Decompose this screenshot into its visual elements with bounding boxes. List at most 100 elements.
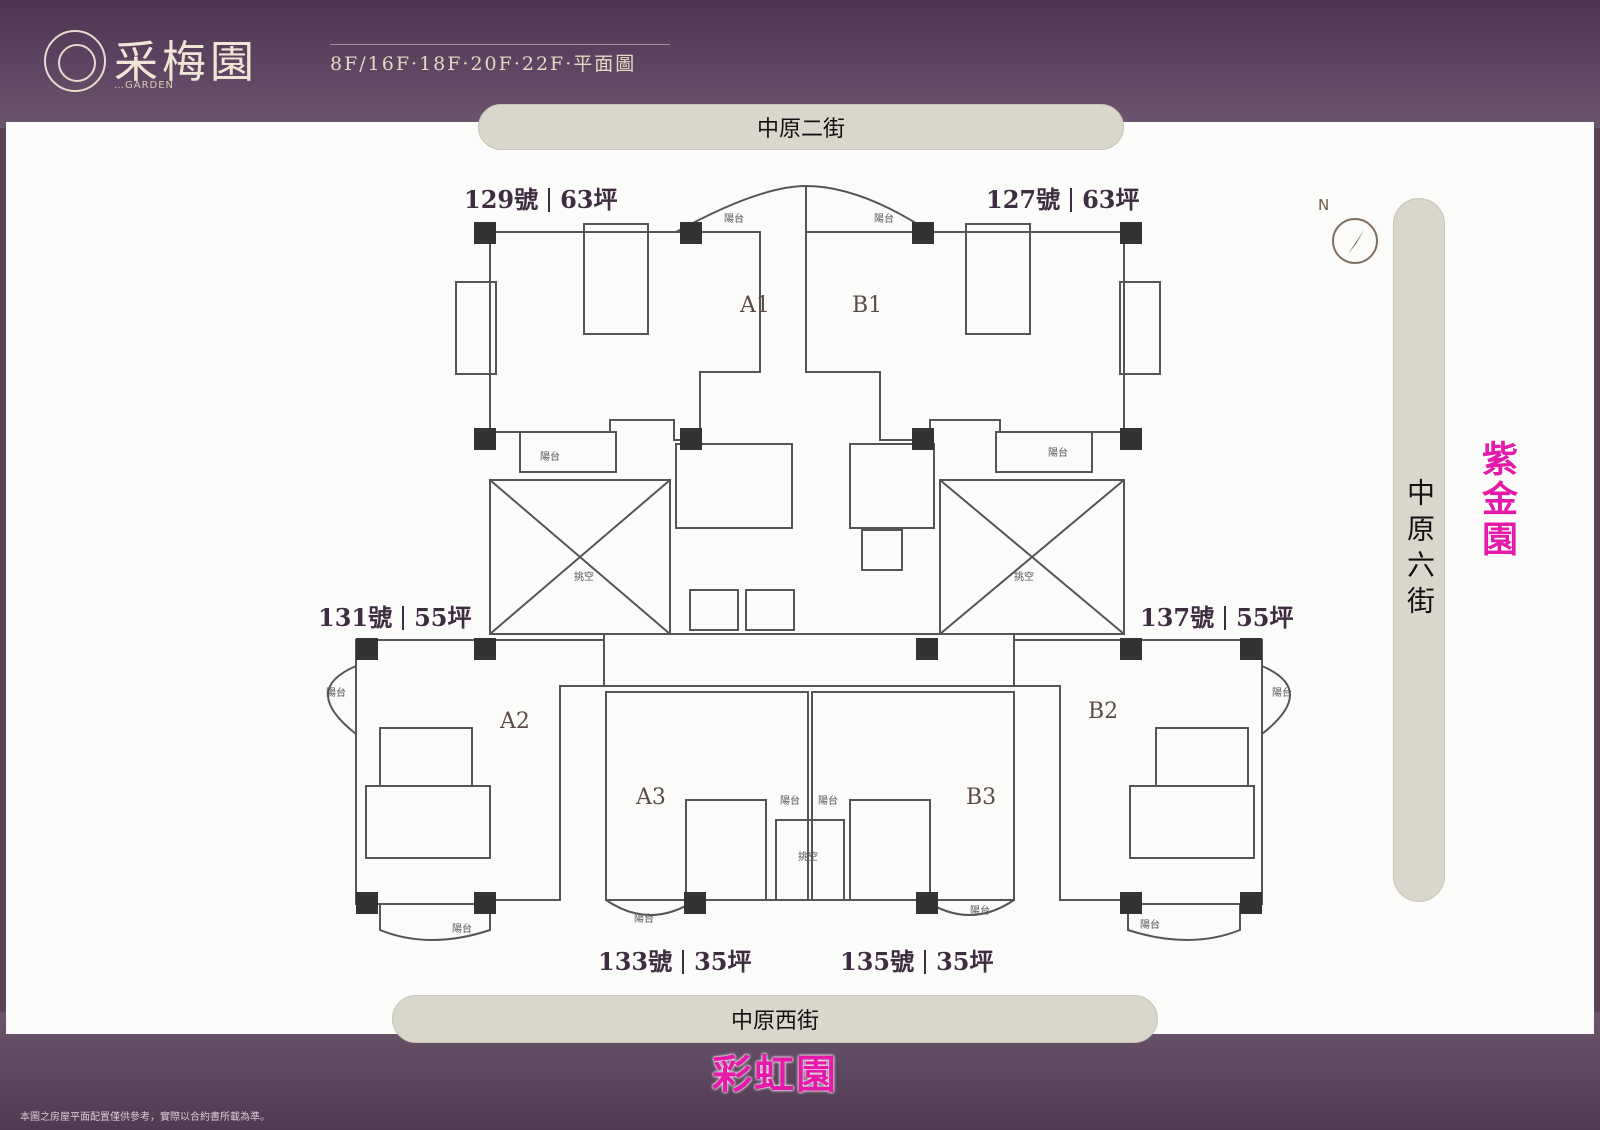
balcony-label: 陽台: [1272, 686, 1292, 699]
balcony-label: 陽台: [780, 794, 800, 807]
unit-b2-room-2: [1129, 785, 1255, 859]
stair-core-left: [675, 443, 793, 529]
room-label-b3: B3: [966, 785, 996, 810]
balcony-label: 陽台: [326, 686, 346, 699]
unit-label-129: 129號 63坪: [464, 180, 618, 215]
north-compass-icon: N: [1318, 196, 1378, 264]
column: [474, 638, 496, 660]
unit-label-135: 135號 35坪: [840, 942, 994, 977]
unit-size: 55坪: [1236, 603, 1294, 632]
unit-b1-balcony-arc: [805, 185, 931, 233]
column: [1240, 892, 1262, 914]
void-label: 挑空: [574, 570, 594, 583]
column: [684, 892, 706, 914]
column: [356, 638, 378, 660]
brand-name: 采梅園: [114, 37, 258, 88]
room-label-a1: A1: [739, 293, 770, 318]
unit-a2-room-1: [379, 727, 473, 787]
unit-size: 63坪: [1082, 185, 1140, 214]
void-left: [489, 479, 671, 635]
column: [474, 428, 496, 450]
column: [680, 428, 702, 450]
unit-a1-outline: [489, 231, 761, 441]
room-label-b1: B1: [852, 293, 882, 318]
neighbor-east: 紫金園: [1476, 440, 1517, 560]
plum-blossom-logo-icon: [44, 30, 106, 92]
unit-a2-room-2: [365, 785, 491, 859]
balcony-label: 陽台: [874, 212, 894, 225]
unit-a2-balcony-arc: [327, 665, 357, 735]
unit-b2-outline: [1013, 639, 1263, 905]
column: [1120, 428, 1142, 450]
unit-a2-outline: [355, 639, 605, 905]
unit-size: 35坪: [694, 947, 752, 976]
room-label-a2: A2: [499, 709, 530, 734]
unit-b1-outline: [805, 231, 1125, 441]
unit-a1-bath: [455, 281, 497, 375]
unit-address: 127號: [986, 185, 1061, 214]
void-right: [939, 479, 1125, 635]
center-void: [775, 819, 845, 901]
unit-address: 129號: [464, 185, 539, 214]
disclaimer: 本圖之房屋平面配置僅供參考，實際以合約書所載為準。: [20, 1112, 270, 1123]
balcony-label: 陽台: [452, 922, 472, 935]
room-label-a3: A3: [635, 785, 666, 810]
column: [1120, 892, 1142, 914]
unit-b2-balcony-arc: [1261, 665, 1291, 735]
balcony-label: 陽台: [724, 212, 744, 225]
unit-a3-room: [685, 799, 767, 901]
unit-b2-room-1: [1155, 727, 1249, 787]
unit-size: 63坪: [560, 185, 618, 214]
unit-label-131: 131號 55坪: [318, 598, 472, 633]
floor-plan-sheet: [6, 122, 1594, 1034]
void-label: 挑空: [798, 850, 818, 863]
unit-a2-bottom-balcony: [379, 904, 491, 941]
neighbor-south: 彩虹園: [712, 1052, 838, 1098]
elevator-1: [689, 589, 739, 631]
unit-label-137: 137號 55坪: [1140, 598, 1294, 633]
road-north: 中原二街: [478, 104, 1124, 150]
unit-b1-room: [965, 223, 1031, 335]
unit-b3-room: [849, 799, 931, 901]
compass-arrow-icon: [1348, 230, 1364, 254]
unit-size: 35坪: [936, 947, 994, 976]
road-south: 中原西街: [392, 995, 1158, 1043]
balcony-label: 陽台: [1048, 446, 1068, 459]
corridor: [603, 633, 1015, 687]
column: [474, 222, 496, 244]
balcony-label: 陽台: [970, 904, 990, 917]
column: [356, 892, 378, 914]
plan-title: 8F/16F·18F·20F·22F·平面圖: [330, 44, 670, 76]
unit-label-133: 133號 35坪: [598, 942, 752, 977]
column: [1120, 222, 1142, 244]
column: [912, 428, 934, 450]
stair-core-right: [849, 443, 935, 529]
unit-address: 133號: [598, 947, 673, 976]
unit-b1-bath: [1119, 281, 1161, 375]
unit-address: 137號: [1140, 603, 1215, 632]
column: [912, 222, 934, 244]
unit-a3-balcony: [605, 899, 697, 916]
compass-north-label: N: [1318, 196, 1330, 214]
column: [916, 892, 938, 914]
column: [474, 892, 496, 914]
unit-label-127: 127號 63坪: [986, 180, 1140, 215]
column: [1240, 638, 1262, 660]
column: [916, 638, 938, 660]
room-label-b2: B2: [1088, 699, 1118, 724]
elevator-3: [861, 529, 903, 571]
unit-a1-balcony-arc: [675, 184, 807, 233]
balcony-label: 陽台: [1140, 918, 1160, 931]
balcony-label: 陽台: [634, 912, 654, 925]
column: [1120, 638, 1142, 660]
unit-size: 55坪: [414, 603, 472, 632]
void-label: 挑空: [1014, 570, 1034, 583]
unit-address: 135號: [840, 947, 915, 976]
unit-address: 131號: [318, 603, 393, 632]
balcony-label: 陽台: [540, 450, 560, 463]
unit-a1-kitchen: [519, 431, 617, 473]
elevator-2: [745, 589, 795, 631]
column: [680, 222, 702, 244]
brand-subtitle: …GARDEN: [114, 80, 175, 91]
